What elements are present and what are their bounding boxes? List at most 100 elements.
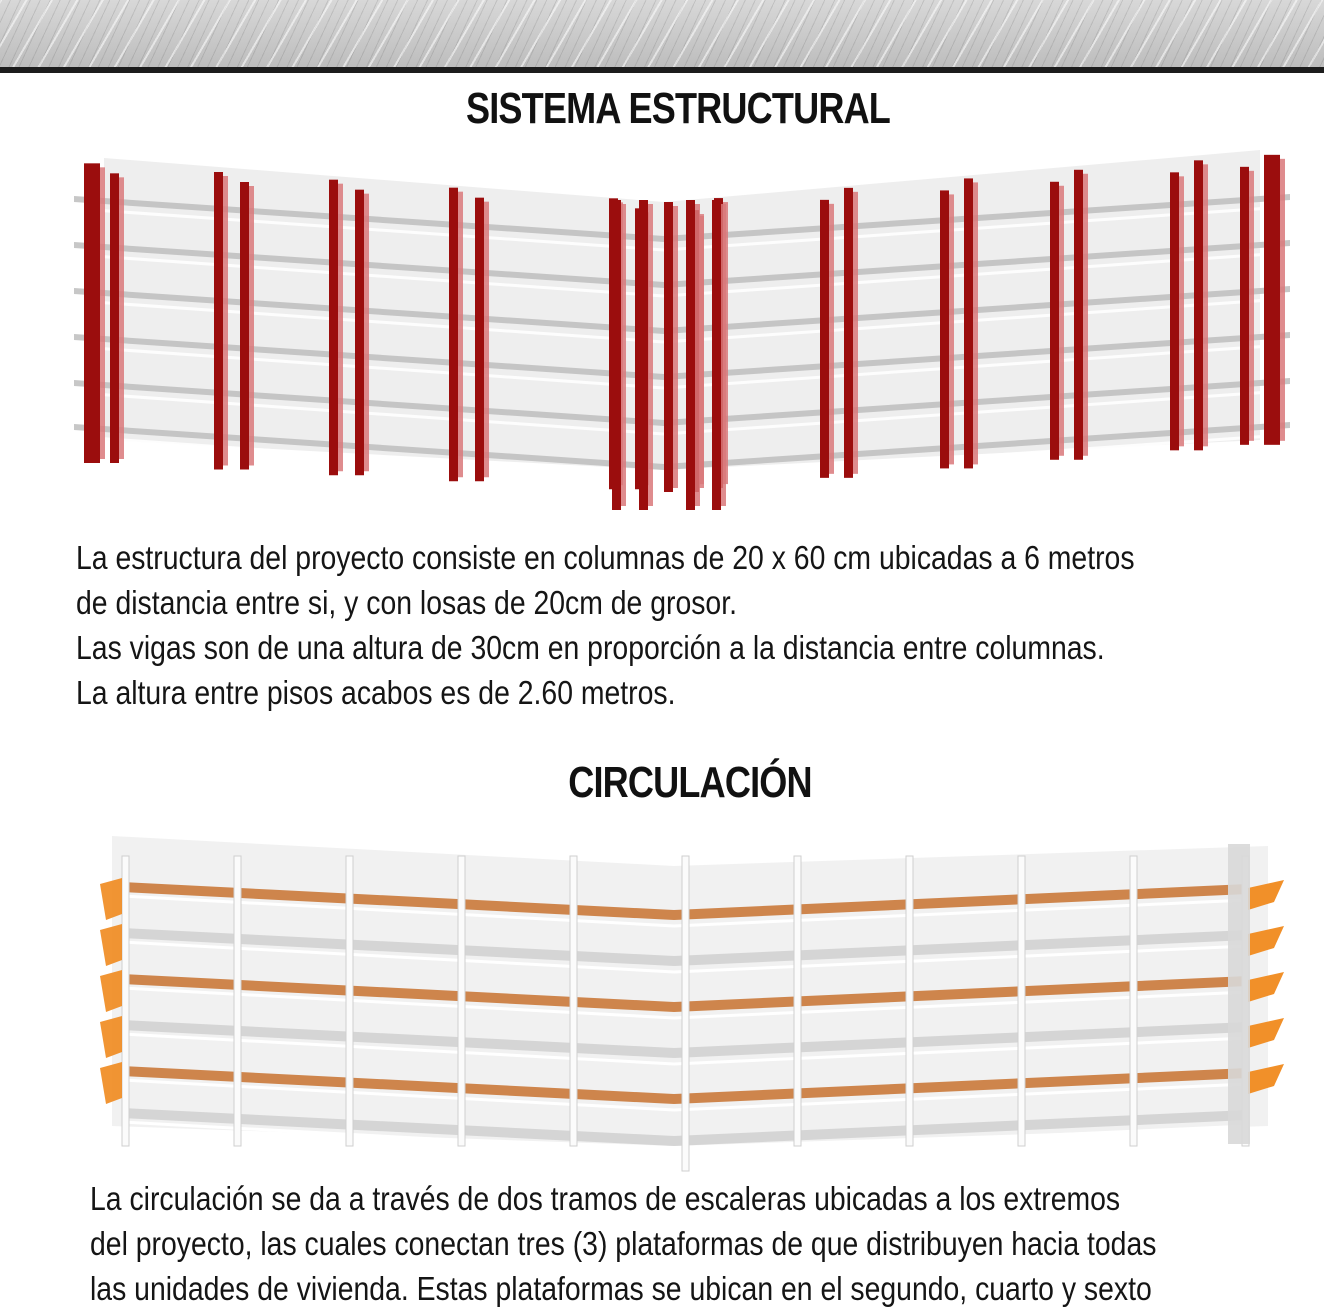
column-face [621, 204, 626, 506]
beam-left [121, 1078, 675, 1112]
circulation-line-3: las unidades de vivienda. Estas platafor… [90, 1270, 1152, 1307]
stair-left [100, 924, 122, 966]
platform-right [674, 884, 1248, 920]
stair-left [100, 878, 122, 920]
circulation-description: La circulación se da a través de dos tra… [90, 1176, 1156, 1311]
stair-left [100, 1062, 122, 1104]
column [1194, 160, 1203, 451]
column-face [458, 191, 463, 478]
stair-left [100, 970, 122, 1012]
column-face [1203, 164, 1208, 447]
column-face [338, 183, 343, 472]
structure-line-4: La altura entre pisos acabos es de 2.60 … [76, 674, 676, 711]
column-face [1059, 185, 1064, 456]
beam-left [93, 392, 665, 436]
column [964, 178, 973, 469]
stair-right [1248, 926, 1284, 956]
beam-right [673, 944, 1249, 974]
platform-left [122, 882, 674, 920]
column-face [1280, 158, 1285, 441]
beam-right [673, 1036, 1249, 1066]
column [1050, 181, 1059, 460]
column-face [100, 167, 105, 460]
slab-left [122, 1020, 674, 1058]
column-face [695, 204, 700, 506]
slab-right [674, 1022, 1248, 1058]
column [1240, 166, 1249, 445]
column-face [721, 204, 726, 506]
section-title-structure: SISTEMA ESTRUCTURAL [465, 84, 891, 133]
beam-left [121, 940, 675, 974]
column-face [973, 182, 978, 465]
section-title-circulation: CIRCULACIÓN [568, 758, 812, 807]
column [639, 200, 648, 510]
header-divider [0, 67, 1324, 73]
stair-right [1248, 1064, 1284, 1094]
column [457, 855, 466, 1147]
column [1264, 154, 1280, 445]
column [214, 172, 223, 470]
beam-left [121, 1032, 675, 1066]
column-face [699, 214, 704, 485]
column [110, 173, 119, 464]
beam-left [93, 254, 665, 298]
beam-left [121, 986, 675, 1020]
column [1074, 169, 1083, 460]
column-face [1083, 173, 1088, 456]
column-face [648, 204, 653, 506]
header-texture-band [0, 0, 1324, 68]
column-face [853, 191, 858, 474]
column-face [249, 186, 254, 466]
beam-right [673, 1082, 1249, 1112]
slab-left [122, 1108, 674, 1146]
stair-right [1248, 972, 1284, 1002]
column [793, 855, 802, 1147]
circulation-line-2: del proyecto, las cuales conectan tres (… [90, 1225, 1157, 1262]
structure-line-3: Las vigas son de una altura de 30cm en p… [76, 629, 1105, 666]
circulation-line-1: La circulación se da a través de dos tra… [90, 1180, 1121, 1217]
circulation-render [92, 826, 1288, 1178]
beam-left [93, 208, 665, 252]
column [569, 855, 578, 1147]
stair-right [1248, 1018, 1284, 1048]
column-face [364, 193, 369, 472]
beam-left [121, 894, 675, 928]
slab-left [122, 928, 674, 966]
column [712, 200, 721, 510]
column [449, 187, 458, 482]
structure-description: La estructura del proyecto consiste en c… [76, 535, 1135, 715]
beam-right [673, 1124, 1249, 1154]
column-face [484, 201, 489, 478]
beam-left [93, 346, 665, 390]
column [940, 190, 949, 469]
column [1017, 855, 1026, 1147]
column [686, 200, 695, 510]
stair-left [100, 1016, 122, 1058]
column [345, 855, 354, 1147]
beam-left [93, 436, 665, 480]
column [681, 855, 690, 1172]
stair-core-right [1228, 844, 1250, 1144]
column [475, 197, 484, 482]
beam-right [673, 990, 1249, 1020]
beam-left [121, 1120, 675, 1154]
column [329, 179, 338, 476]
column [820, 199, 829, 478]
column-face [223, 176, 228, 466]
column [240, 182, 249, 470]
column [905, 855, 914, 1147]
platform-right [674, 976, 1248, 1012]
column-face [829, 203, 834, 474]
slab-right [674, 1110, 1248, 1146]
column [233, 855, 242, 1147]
structural-system-render [64, 140, 1300, 522]
stair-right [1248, 880, 1284, 910]
platform-left [122, 974, 674, 1012]
column-face [1179, 176, 1184, 447]
column-face [949, 194, 954, 465]
column [1170, 172, 1179, 451]
column [121, 855, 130, 1147]
column-face [119, 177, 124, 460]
platform-left [122, 1066, 674, 1104]
column [355, 189, 364, 476]
